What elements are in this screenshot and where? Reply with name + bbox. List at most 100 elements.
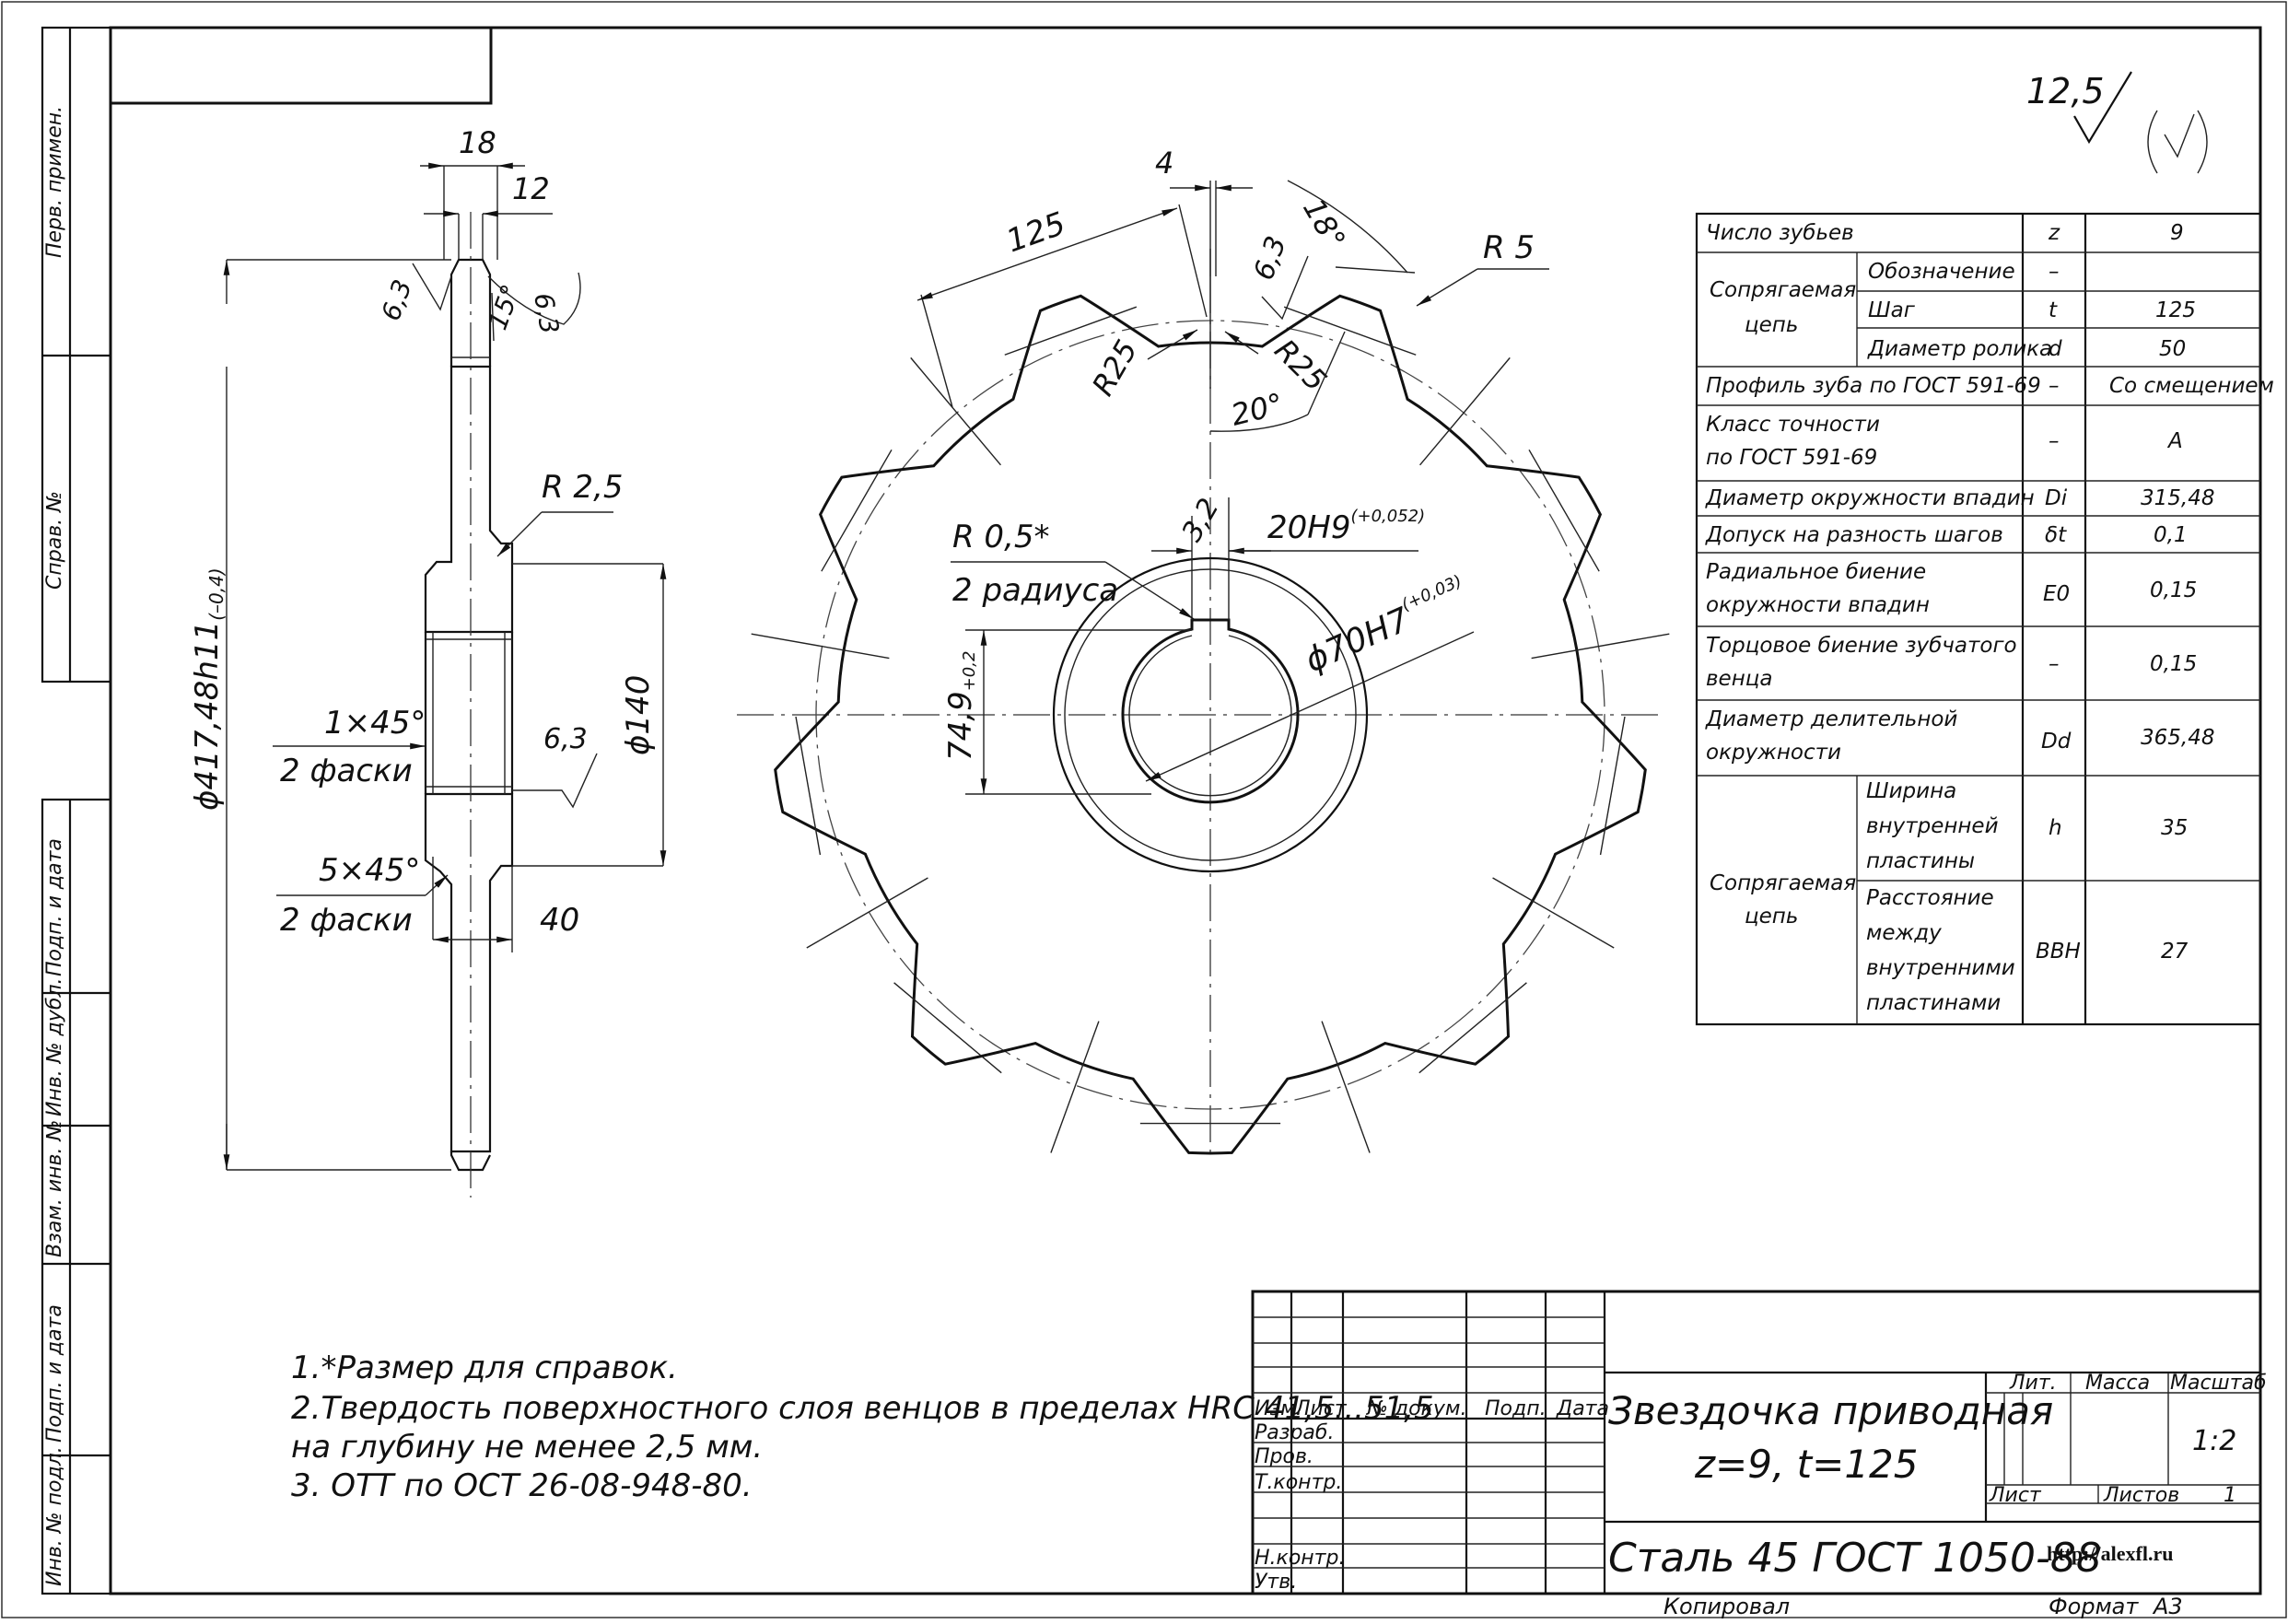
tbl-group1-l2: цепь xyxy=(1745,313,1798,337)
tb-list: Лист xyxy=(1294,1397,1348,1420)
tbl-group1-l1: Сопрягаемая xyxy=(1710,278,1856,302)
strip-sprav-no: Справ. № xyxy=(43,491,66,590)
tb-format-val: А3 xyxy=(2152,1594,2183,1619)
tbl-r8-label2: окружности впадин xyxy=(1706,593,1930,617)
tbl-r11-label3: пластины xyxy=(1866,849,1975,873)
dim-18: 18 xyxy=(459,125,496,160)
note-2b: на глубину не менее 2,5 мм. xyxy=(291,1429,763,1466)
tbl-r4-label: Профиль зуба по ГОСТ 591-69 xyxy=(1706,374,2041,398)
tb-n-dokum: № докум. xyxy=(1366,1397,1466,1420)
tbl-r6-sym: Di xyxy=(2045,486,2068,510)
tbl-r10-val: 365,48 xyxy=(2141,726,2214,750)
tbl-r7-label: Допуск на разность шагов xyxy=(1705,523,2003,547)
tbl-r8-val: 0,15 xyxy=(2150,578,2197,602)
parameters-table: Число зубьев z 9 Сопрягаемая цепь Обозна… xyxy=(1695,212,2274,1026)
dim-18deg: 18° xyxy=(1296,193,1352,255)
dim-63-front: 6,3 xyxy=(1248,232,1293,285)
tb-tkontr: Т.контр. xyxy=(1255,1471,1342,1494)
gap-axis-tick xyxy=(1050,1021,1100,1153)
tbl-r0-sym: z xyxy=(2048,221,2060,245)
tbl-r9-label: Торцовое биение зубчатого xyxy=(1706,634,2017,658)
dim-12: 12 xyxy=(512,171,550,206)
tb-nkontr: Н.контр. xyxy=(1255,1547,1345,1570)
tbl-r5-sym: – xyxy=(2049,429,2060,453)
tb-razrab: Разраб. xyxy=(1255,1421,1334,1444)
dim-32: 3,2 xyxy=(1176,493,1226,547)
tbl-r3-val: 50 xyxy=(2159,337,2186,361)
dim-63-bore: 6,3 xyxy=(543,723,588,755)
tbl-r7-val: 0,1 xyxy=(2154,523,2188,547)
tb-site: http://alexfl.ru xyxy=(2047,1542,2174,1565)
gap-axis-tick xyxy=(806,877,928,949)
tbl-r4-sym: – xyxy=(2049,374,2060,398)
tbl-r10-label: Диаметр делительной xyxy=(1705,707,1957,731)
tb-material: Сталь 45 ГОСТ 1050-88 xyxy=(1608,1535,2102,1582)
gap-axis-tick xyxy=(1492,877,1615,949)
side-view: 18 12 6,3 15° 6,3 R 2,5 ϕ417,48h11(–0,4)… xyxy=(189,125,667,1198)
tb-prov: Пров. xyxy=(1255,1445,1313,1468)
gap-axis-tick xyxy=(751,633,890,660)
tooth-flat xyxy=(1528,449,1600,572)
gap-axis-tick xyxy=(910,356,1001,466)
tbl-r5-label: Класс точности xyxy=(1706,413,1880,437)
tb-listov-val: 1 xyxy=(2224,1484,2236,1507)
tbl-r6-val: 315,48 xyxy=(2141,486,2214,510)
front-view: 4 125 18° 6,3 R 5 R25 R25 20° 3,2 20H9(+… xyxy=(737,146,1670,1161)
tbl-r12-sym: BBH xyxy=(2036,940,2081,964)
tbl-r7-sym: δt xyxy=(2045,523,2067,547)
dim-40: 40 xyxy=(540,902,579,939)
note-1: 1.*Размер для справок. xyxy=(291,1349,678,1386)
strip-podp-data-1: Подп. и дата xyxy=(43,838,66,976)
tb-list2: Лист xyxy=(1989,1484,2042,1507)
side-strip-labels: Перв. примен. Справ. № Подп. и дата Инв.… xyxy=(43,106,66,1586)
tbl-r12-label: Расстояние xyxy=(1866,886,1994,910)
tbl-r11-label2: внутренней xyxy=(1866,814,1999,838)
dim-15deg: 15° xyxy=(483,280,527,333)
hub-chamfer-circle xyxy=(1052,556,1369,873)
tbl-r3-label: Диаметр ролика xyxy=(1867,337,2052,361)
tooth-flat xyxy=(795,716,822,856)
tbl-r1-sym: – xyxy=(2049,260,2060,284)
tbl-r12-label3: внутренними xyxy=(1866,956,2015,980)
tb-format: Формат xyxy=(2049,1594,2139,1619)
chamfer-5: 5×45° xyxy=(319,852,420,889)
dim-diam-outer: ϕ417,48h11(–0,4) xyxy=(189,567,228,811)
chamfer-1: 1×45° xyxy=(324,705,426,742)
tbl-r5-label2: по ГОСТ 591-69 xyxy=(1706,446,1877,470)
tooth-flat xyxy=(821,449,893,572)
tbl-group2-l1: Сопрягаемая xyxy=(1710,871,1856,895)
tbl-r11-label: Ширина xyxy=(1866,779,1956,803)
tb-massa: Масса xyxy=(2085,1372,2150,1395)
tbl-r4-val: Со смещением xyxy=(2109,374,2274,398)
dim-63-right: 6,3 xyxy=(528,290,565,336)
tbl-r9-label2: венца xyxy=(1706,667,1773,691)
side-section-upper xyxy=(424,365,514,634)
tbl-r8-label: Радиальное биение xyxy=(1706,560,1926,584)
tooth-flat xyxy=(1599,716,1626,856)
tb-lit: Лит. xyxy=(2009,1372,2057,1395)
tbl-r11-val: 35 xyxy=(2161,816,2188,840)
gap-axis-tick xyxy=(1531,633,1670,660)
roughness-symbol: 12,5 xyxy=(2026,71,2208,174)
chamfer-5-note: 2 фаски xyxy=(280,902,413,939)
dim-r25: R 2,5 xyxy=(542,469,624,506)
dim-749: 74,9+0,2 xyxy=(942,651,979,761)
tooth-flat xyxy=(1004,306,1138,356)
tooth-flat xyxy=(1418,982,1527,1074)
tbl-r12-label4: пластинами xyxy=(1866,991,2001,1015)
tbl-r5-val: A xyxy=(2166,429,2183,453)
dim-63-top: 6,3 xyxy=(376,275,418,324)
chamfer-1-note: 2 фаски xyxy=(280,753,413,789)
tbl-group2-l2: цепь xyxy=(1745,905,1798,929)
tbl-r11-sym: h xyxy=(2049,816,2062,840)
note-3: 3. ОТТ по ОСТ 26-08-948-80. xyxy=(291,1467,753,1504)
technical-notes: 1.*Размер для справок. 2.Твердость повер… xyxy=(291,1349,1434,1504)
gap-axis-tick xyxy=(1419,356,1511,466)
tbl-r2-label: Шаг xyxy=(1868,298,1916,322)
dim-125: 125 xyxy=(1001,205,1070,261)
tbl-r0-label: Число зубьев xyxy=(1706,221,1854,245)
tb-izm: Изм. xyxy=(1255,1397,1302,1420)
strip-podp-data-2: Подп. и дата xyxy=(43,1304,66,1443)
